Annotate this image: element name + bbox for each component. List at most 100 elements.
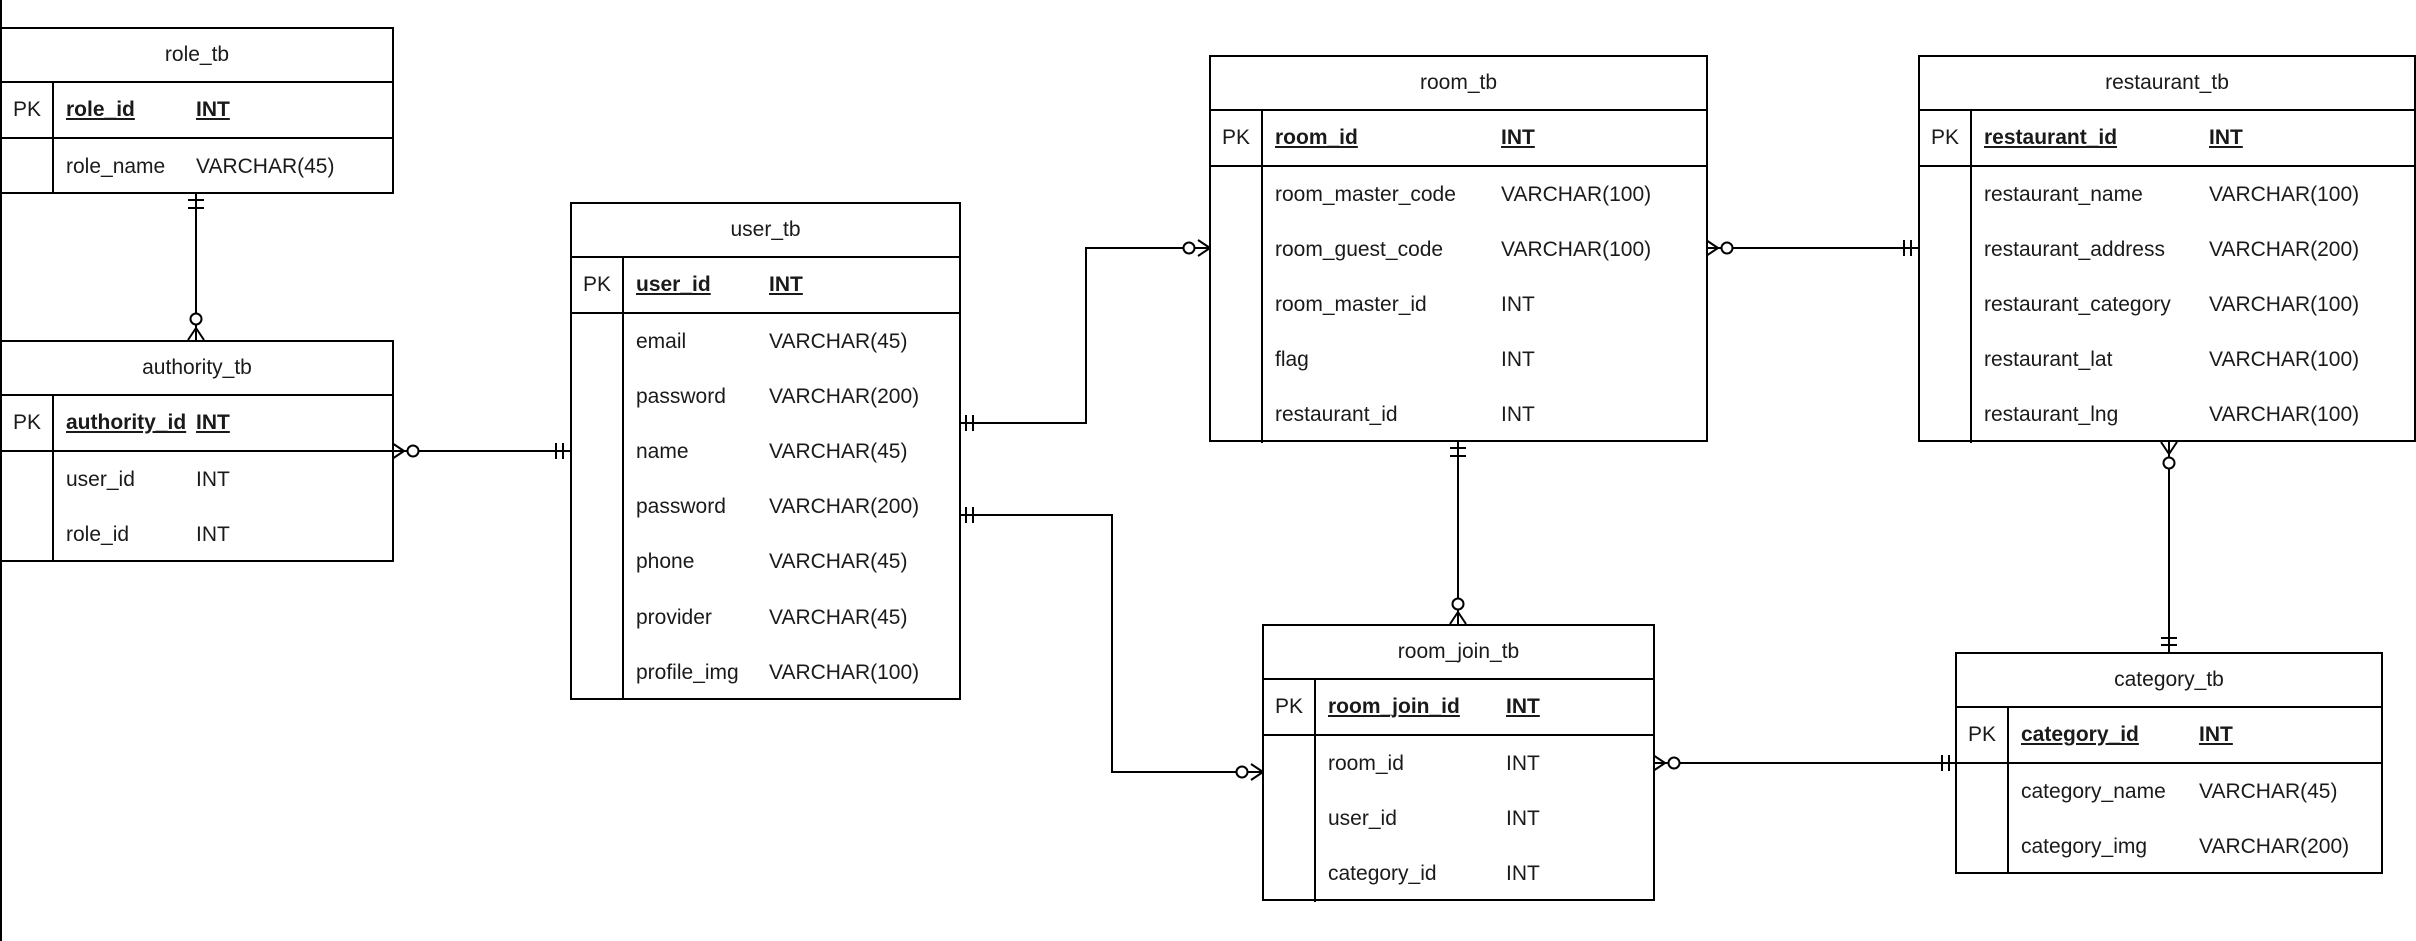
column-row[interactable]: role_name VARCHAR(45)	[2, 139, 392, 194]
entity-body: role_name VARCHAR(45)	[2, 139, 392, 195]
column-name: role_name	[66, 154, 166, 178]
column-row[interactable]: password VARCHAR(200)	[572, 480, 959, 535]
pk-label: PK	[2, 83, 54, 137]
entity-body: user_id INT role_id INT	[2, 452, 392, 563]
pk-column-type: INT	[1506, 695, 1540, 718]
pk-column-type: INT	[196, 411, 230, 434]
key-column-strip	[1920, 167, 1972, 443]
column-type: VARCHAR(200)	[2209, 237, 2360, 261]
column-type: VARCHAR(45)	[2199, 779, 2338, 803]
column-type: VARCHAR(200)	[769, 495, 920, 519]
column-row[interactable]: category_img VARCHAR(200)	[1957, 819, 2381, 874]
column-row[interactable]: provider VARCHAR(45)	[572, 590, 959, 645]
column-name: user_id	[66, 467, 135, 491]
column-type: VARCHAR(45)	[769, 329, 908, 353]
pk-row[interactable]: PK restaurant_id INT	[1920, 111, 2414, 167]
column-name: provider	[636, 605, 712, 629]
column-name: password	[636, 495, 726, 519]
entity-authority-tb[interactable]: authority_tb PK authority_id INT user_id…	[0, 340, 394, 563]
column-type: VARCHAR(100)	[1501, 237, 1652, 261]
column-type: VARCHAR(100)	[2209, 348, 2360, 372]
pk-row[interactable]: PK room_join_id INT	[1264, 680, 1653, 736]
column-row[interactable]: room_master_code VARCHAR(100)	[1211, 167, 1706, 222]
pk-row[interactable]: PK room_id INT	[1211, 111, 1706, 167]
column-name: restaurant_lng	[1984, 403, 2119, 427]
column-name: restaurant_id	[1275, 403, 1398, 427]
column-type: INT	[196, 467, 230, 491]
rel-role-authority	[187, 194, 205, 341]
column-type: VARCHAR(45)	[769, 605, 908, 629]
column-row[interactable]: restaurant_id INT	[1211, 388, 1706, 443]
column-name: room_id	[1328, 751, 1404, 775]
pk-column-type: INT	[196, 98, 230, 121]
entity-room-join-tb[interactable]: room_join_tb PK room_join_id INT room_id…	[1262, 624, 1655, 902]
column-type: VARCHAR(100)	[1501, 182, 1652, 206]
entity-title: room_tb	[1211, 57, 1706, 111]
key-column-strip	[1957, 764, 2009, 875]
column-type: INT	[1501, 348, 1535, 372]
key-column-strip	[2, 452, 54, 563]
pk-column-name: authority_id	[66, 411, 187, 434]
pk-label: PK	[1920, 111, 1972, 165]
column-type: VARCHAR(200)	[2199, 834, 2350, 858]
column-name: restaurant_lat	[1984, 348, 2113, 372]
entity-category-tb[interactable]: category_tb PK category_id INT category_…	[1955, 652, 2383, 875]
column-name: category_img	[2021, 834, 2148, 858]
pk-label: PK	[1264, 680, 1316, 734]
column-row[interactable]: restaurant_lat VARCHAR(100)	[1920, 333, 2414, 388]
key-column-strip	[1264, 736, 1316, 902]
pk-label: PK	[1957, 708, 2009, 762]
key-column-strip	[2, 139, 54, 195]
entity-title: user_tb	[572, 204, 959, 258]
rel-user-room	[960, 239, 1211, 431]
column-name: phone	[636, 550, 695, 574]
column-name: room_master_code	[1275, 182, 1456, 206]
rel-user-roomjoin	[960, 507, 1264, 781]
entity-role-tb[interactable]: role_tb PK role_id INT role_name VARCHAR…	[0, 27, 394, 195]
rel-roomjoin-category	[1652, 754, 1956, 772]
column-type: INT	[1501, 403, 1535, 427]
entity-restaurant-tb[interactable]: restaurant_tb PK restaurant_id INT resta…	[1918, 55, 2416, 443]
column-type: INT	[1506, 806, 1540, 830]
pk-column-type: INT	[1501, 126, 1535, 149]
pk-row[interactable]: PK role_id INT	[2, 83, 392, 139]
pk-label: PK	[2, 396, 54, 450]
rel-room-roomjoin	[1449, 442, 1467, 625]
pk-column-name: restaurant_id	[1984, 126, 2118, 149]
column-type: VARCHAR(100)	[2209, 403, 2360, 427]
key-column-strip	[572, 314, 624, 701]
column-row[interactable]: restaurant_lng VARCHAR(100)	[1920, 388, 2414, 443]
column-name: password	[636, 384, 726, 408]
column-type: INT	[1506, 751, 1540, 775]
entity-title: restaurant_tb	[1920, 57, 2414, 111]
entity-title: role_tb	[2, 29, 392, 83]
pk-row[interactable]: PK category_id INT	[1957, 708, 2381, 764]
column-row[interactable]: role_id INT	[2, 507, 392, 562]
column-row[interactable]: room_id INT	[1264, 736, 1653, 791]
pk-row[interactable]: PK user_id INT	[572, 258, 959, 314]
pk-row[interactable]: PK authority_id INT	[2, 396, 392, 452]
rel-room-restaurant	[1705, 239, 1918, 257]
column-row[interactable]: user_id INT	[2, 452, 392, 507]
column-type: VARCHAR(100)	[2209, 182, 2360, 206]
pk-column-name: user_id	[636, 273, 711, 296]
